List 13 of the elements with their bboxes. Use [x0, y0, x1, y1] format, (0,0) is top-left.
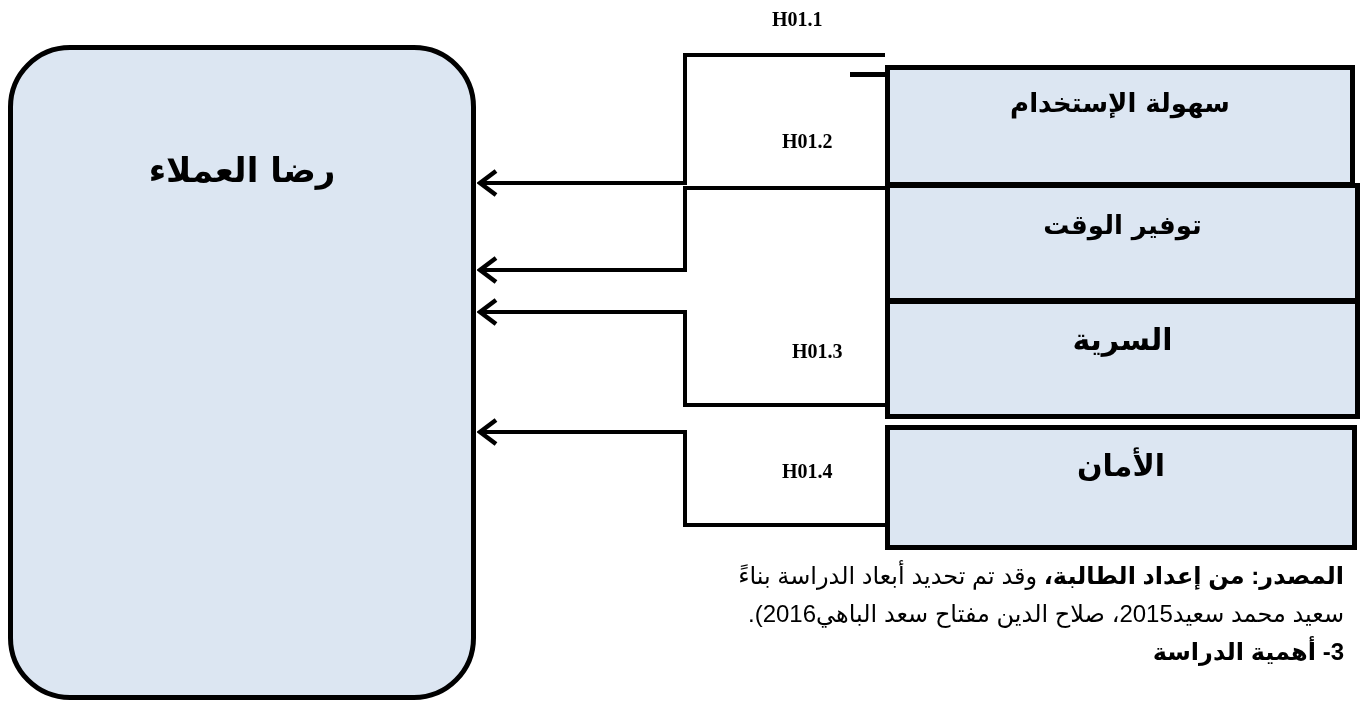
box-title: توفير الوقت: [1043, 210, 1202, 240]
arrow: [477, 186, 885, 285]
section-heading: 3- أهمية الدراسة: [1152, 638, 1344, 666]
box-title: الأمان: [1076, 448, 1166, 483]
box-title: سهولة الإستخدام: [1010, 88, 1230, 118]
arrow: [477, 417, 885, 527]
box-title: السرية: [1072, 322, 1173, 357]
rounded-box: [8, 45, 476, 700]
arrow: [477, 53, 885, 198]
arrow: [477, 297, 885, 407]
dimension-box: [885, 425, 1357, 550]
box-title: رضا العملاء: [148, 150, 336, 190]
source-note: سعيد محمد سعيد2015، صلاح الدين مفتاح سعد الباهي2016).: [748, 600, 1344, 628]
